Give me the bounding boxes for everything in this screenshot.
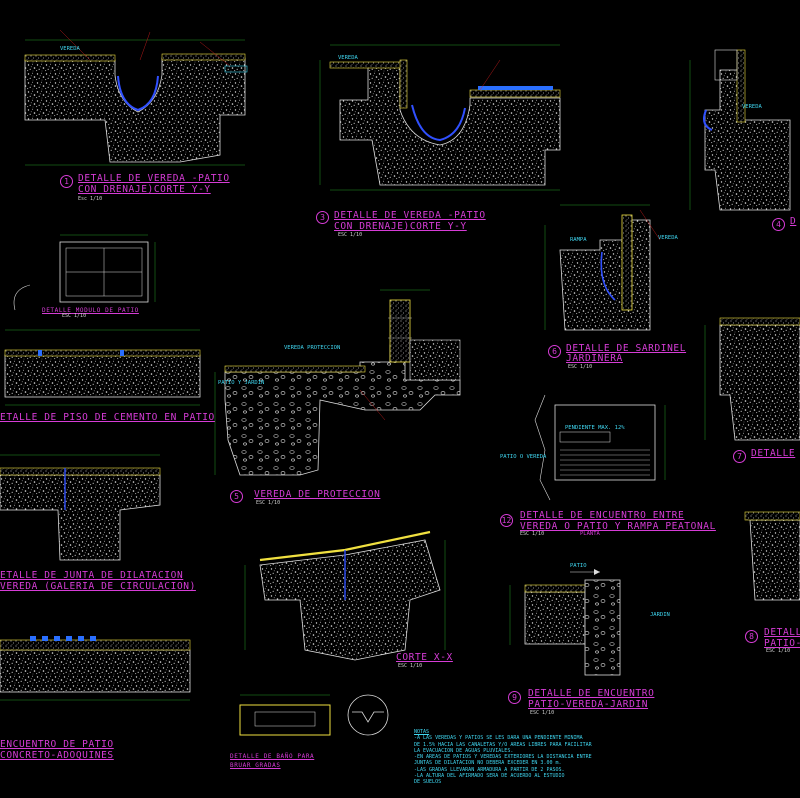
detail-5-section bbox=[214, 289, 461, 476]
note-line: DE SUELOS bbox=[414, 779, 442, 786]
detail-4-section bbox=[689, 49, 791, 211]
note-line: LA EVACUACION DE AGUAS PLUVIALES. bbox=[414, 747, 514, 754]
label-pendiente: PENDIENTE MAX. 12% bbox=[565, 425, 625, 431]
detail-title: VEREDA (GALERIA DE CIRCULACION) bbox=[0, 581, 196, 592]
detail-scale: ESC 1/10 bbox=[256, 500, 281, 506]
detail-3-section bbox=[319, 44, 561, 191]
detail-title: PATIO- bbox=[764, 638, 800, 649]
detail-number: 6 bbox=[548, 345, 561, 358]
label-vereda: VEREDA bbox=[60, 46, 80, 52]
notes-heading: NOTAS bbox=[414, 729, 430, 735]
label-vereda: VEREDA bbox=[658, 235, 678, 241]
detail-scale: ESC 1/10 bbox=[338, 232, 363, 238]
label-patio-jardin: PATIO Y JARDIN bbox=[218, 380, 265, 386]
detail-title: VEREDA DE PROTECCION bbox=[254, 489, 381, 500]
label-rampa: RAMPA bbox=[570, 237, 587, 243]
detail-scale: ESC 1/10 bbox=[62, 313, 87, 319]
detail-number: 8 bbox=[745, 630, 758, 643]
detail-title: CORTE X-X bbox=[396, 652, 453, 663]
detail-title: ETALLE DE PISO DE CEMENTO EN PATIO bbox=[0, 412, 215, 423]
detail-piso-cemento bbox=[4, 329, 201, 406]
detail-scale: ESC 1/10 bbox=[530, 710, 555, 716]
detail-title: DETALLE MODULO DE PATIO bbox=[42, 307, 139, 314]
detail-title: DETALLE DE VEREDA -PATIO bbox=[334, 210, 486, 221]
label-vereda: VEREDA bbox=[338, 55, 358, 61]
detail-9-section bbox=[509, 569, 621, 676]
label-jardin: JARDIN bbox=[650, 612, 670, 618]
label-vereda-proteccion: VEREDA PROTECCION bbox=[284, 345, 341, 351]
detail-number: 9 bbox=[508, 691, 521, 704]
detail-title: CONCRETO-ADOQUINES bbox=[0, 750, 114, 761]
detail-number: 7 bbox=[733, 450, 746, 463]
detail-title: DETALLE bbox=[751, 448, 796, 459]
detail-title: DETALLE DE ENCUENTRO bbox=[528, 688, 655, 699]
detail-title: DETALLE DE BAÑO PARA bbox=[230, 753, 315, 760]
detail-title: DETALL bbox=[764, 627, 800, 638]
detail-title: CON DRENAJE)CORTE Y-Y bbox=[334, 221, 467, 232]
note-line: -LA ALTURA DEL AFIRMADO SERA DE ACUERDO … bbox=[414, 773, 565, 780]
note-line: DE 1.5% HACIA LAS CANALETAS Y/O AREAS LI… bbox=[414, 741, 592, 748]
detail-number: 3 bbox=[316, 211, 329, 224]
note-line: -EN AREAS DE PATIOS Y VEREDAS EXTERIORES… bbox=[414, 754, 592, 761]
detail-title: D bbox=[790, 216, 797, 227]
detail-6-section bbox=[544, 204, 661, 331]
detail-title: BRUAR GRADAS bbox=[230, 762, 281, 769]
label-patio: PATIO bbox=[570, 563, 587, 569]
detail-number: 1 bbox=[60, 175, 73, 188]
detail-title: ETALLE DE JUNTA DE DILATACION bbox=[0, 570, 184, 581]
detail-title: CON DRENAJE)CORTE Y-Y bbox=[78, 184, 211, 195]
general-notes: NOTAS -A LAS VEREDAS Y PATIOS SE LES DAR… bbox=[414, 729, 592, 786]
detail-junta-dilatacion bbox=[0, 454, 161, 561]
detail-title: PATIO-VEREDA-JARDIN bbox=[528, 699, 649, 710]
detail-scale: Esc 1/10 bbox=[78, 196, 103, 202]
detail-title: DETALLE DE SARDINEL bbox=[566, 343, 687, 354]
detail-8-section bbox=[744, 511, 800, 601]
detail-modulo-patio bbox=[13, 234, 156, 311]
detail-scale: ESC 1/10 bbox=[568, 364, 593, 370]
detail-concreto-adoquines bbox=[0, 636, 191, 701]
detail-number: 12 bbox=[500, 514, 513, 527]
label-patio-o-vereda: PATIO O VEREDA bbox=[500, 454, 547, 460]
detail-title: ENCUENTRO DE PATIO bbox=[0, 739, 114, 750]
detail-number: 5 bbox=[230, 490, 243, 503]
note-line: -LAS GRADAS LLEVARAN ARMADURA A PARTIR D… bbox=[414, 766, 565, 773]
detail-title: VEREDA O PATIO Y RAMPA PEATONAL bbox=[520, 521, 716, 532]
detail-title: DETALLE DE VEREDA -PATIO bbox=[78, 173, 230, 184]
detail-1-section bbox=[24, 29, 248, 166]
note-line: JUNTAS DE DILATACION NO DEBERA EXCEDER E… bbox=[414, 760, 562, 767]
note-line: -A LAS VEREDAS Y PATIOS SE LES DARA UNA … bbox=[414, 735, 583, 742]
label-planta: PLANTA bbox=[580, 531, 600, 537]
detail-title: JARDINERA bbox=[566, 353, 623, 364]
detail-bano-gradas bbox=[239, 694, 389, 736]
detail-scale: ESC 1/10 bbox=[398, 663, 423, 669]
detail-number: 4 bbox=[772, 218, 785, 231]
detail-title: DETALLE DE ENCUENTRO ENTRE bbox=[520, 510, 685, 521]
detail-7-section bbox=[704, 317, 800, 441]
label-vereda: VEREDA bbox=[742, 104, 762, 110]
detail-scale: ESC 1/10 bbox=[520, 531, 545, 537]
detail-scale: ESC 1/10 bbox=[766, 648, 791, 654]
detail-corte-xx bbox=[244, 530, 446, 661]
detail-12-plan bbox=[534, 394, 666, 501]
